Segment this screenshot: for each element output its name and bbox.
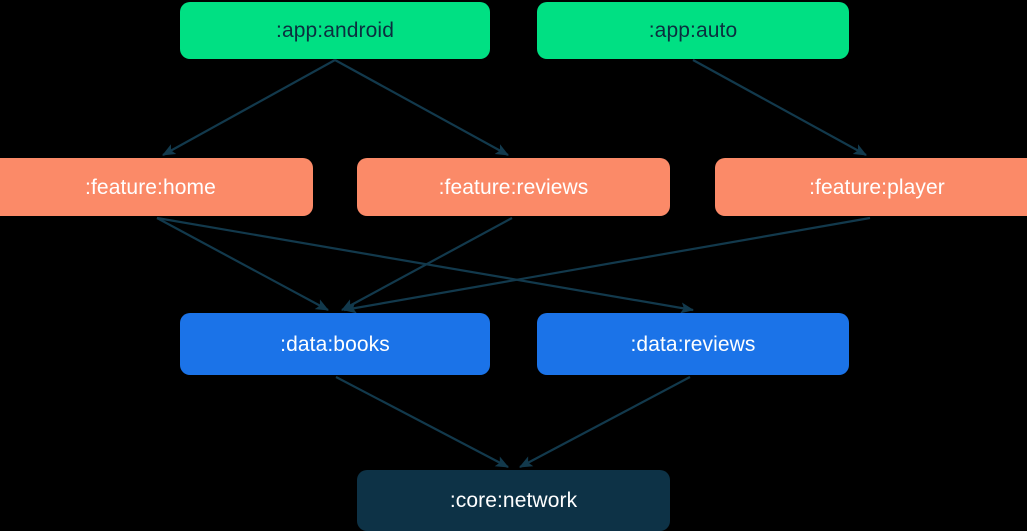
edge-app-android-to-feature-home	[162, 59, 336, 156]
edge-feature-home-to-data-reviews	[156, 216, 695, 314]
edge-feature-player-to-data-books	[342, 216, 871, 314]
node-core-network[interactable]: :core:network	[357, 470, 670, 531]
node-data-reviews[interactable]: :data:reviews	[537, 313, 849, 375]
node-app-auto[interactable]: :app:auto	[537, 2, 849, 59]
node-app-android[interactable]: :app:android	[180, 2, 490, 59]
node-data-books[interactable]: :data:books	[180, 313, 490, 375]
node-feature-reviews[interactable]: :feature:reviews	[357, 158, 670, 216]
edge-feature-reviews-to-data-books	[341, 217, 513, 311]
node-feature-player[interactable]: :feature:player	[715, 158, 1027, 216]
edge-app-auto-to-feature-player	[692, 59, 867, 156]
node-label: :feature:player	[809, 175, 945, 199]
node-feature-home[interactable]: :feature:home	[0, 158, 313, 216]
edge-data-books-to-core-network	[335, 376, 509, 468]
node-label: :core:network	[449, 489, 578, 512]
node-label: :feature:reviews	[438, 175, 589, 199]
node-label: :data:reviews	[630, 332, 756, 356]
node-label: :app:auto	[648, 19, 738, 42]
edge-data-reviews-to-core-network	[519, 376, 691, 468]
node-label: :feature:home	[85, 175, 216, 199]
edge-feature-home-to-data-books	[156, 217, 329, 311]
node-label: :app:android	[276, 19, 394, 42]
node-label: :data:books	[280, 332, 390, 356]
edge-app-android-to-feature-reviews	[334, 59, 509, 156]
